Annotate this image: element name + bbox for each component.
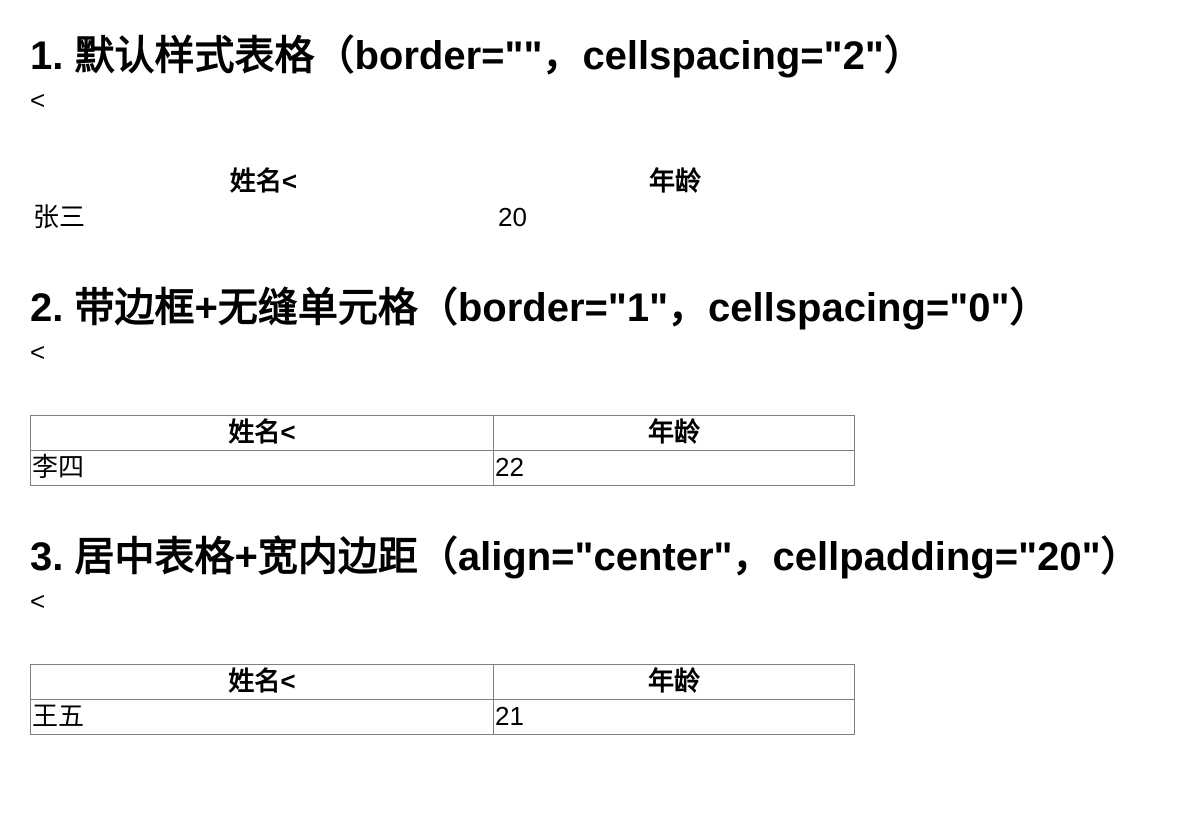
page-content: 1. 默认样式表格（border=""，cellspacing="2"） < 姓… [30, 33, 1149, 735]
table-header-row: 姓名< 年龄 [30, 664, 855, 700]
table-row: 王五 21 [30, 699, 855, 735]
section-bordered-table: 2. 带边框+无缝单元格（border="1"，cellspacing="0"）… [30, 285, 1149, 486]
header-cell-age: 年龄 [493, 415, 855, 451]
section-1-heading: 1. 默认样式表格（border=""，cellspacing="2"） [30, 34, 924, 78]
header-cell-age: 年龄 [493, 664, 855, 700]
section-2-heading: 2. 带边框+无缝单元格（border="1"，cellspacing="0"） [30, 286, 1050, 330]
default-style-table: 姓名< 年龄 张三 20 [30, 163, 855, 237]
cell-age: 22 [493, 450, 855, 486]
cell-name: 王五 [30, 699, 494, 735]
header-cell-name: 姓名< [229, 166, 298, 196]
header-cell-name: 姓名< [30, 664, 494, 700]
section-centered-table: 3. 居中表格+宽内边距（align="center"，cellpadding=… [30, 534, 1149, 735]
section-3-heading: 3. 居中表格+宽内边距（align="center"，cellpadding=… [30, 535, 1141, 579]
header-cell-age: 年龄 [648, 166, 701, 196]
stray-angle-bracket: < [30, 85, 46, 115]
table-header-row: 姓名< 年龄 [30, 415, 855, 451]
section-default-table: 1. 默认样式表格（border=""，cellspacing="2"） < 姓… [30, 33, 1149, 237]
header-cell-name: 姓名< [30, 415, 494, 451]
stray-angle-bracket: < [30, 586, 46, 616]
table-row: 李四 22 [30, 450, 855, 486]
table-row: 张三 20 [32, 201, 853, 235]
bordered-seamless-table: 姓名< 年龄 李四 22 [30, 415, 855, 486]
cell-name: 李四 [30, 450, 494, 486]
stray-angle-bracket: < [30, 337, 46, 367]
cell-age: 21 [493, 699, 855, 735]
cell-name: 张三 [33, 202, 86, 232]
centered-wide-padding-table: 姓名< 年龄 王五 21 [30, 664, 855, 735]
cell-age: 20 [498, 202, 527, 232]
table-header-row: 姓名< 年龄 [32, 165, 853, 199]
